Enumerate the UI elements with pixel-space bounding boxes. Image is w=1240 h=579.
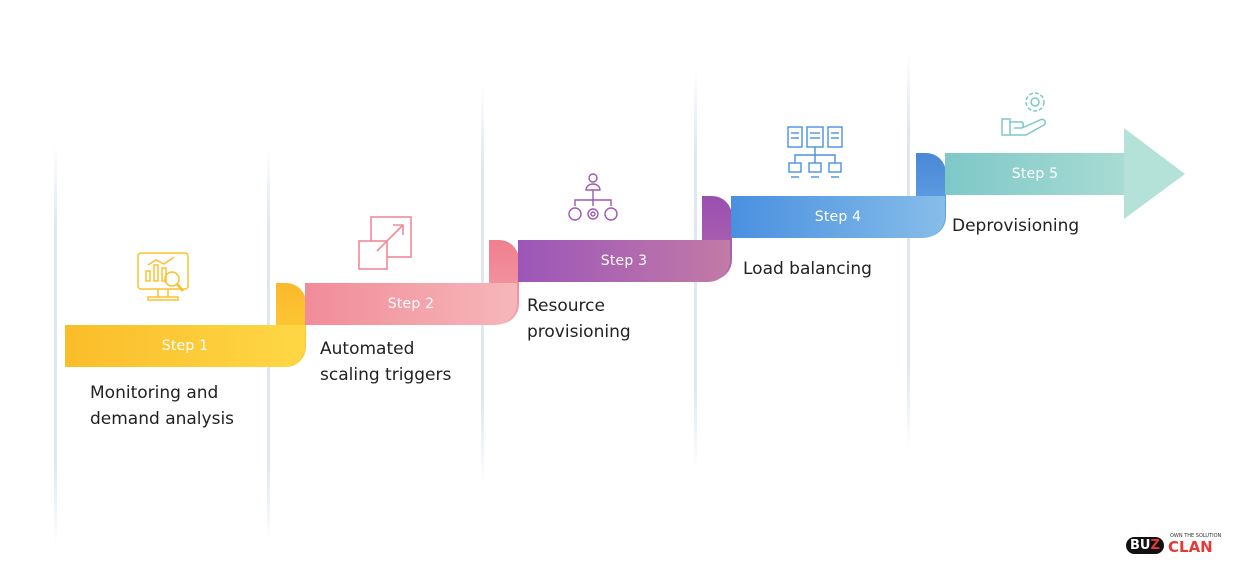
title-line: Automated xyxy=(320,339,415,359)
step5-title: Deprovisioning xyxy=(952,213,1079,239)
panel-edge xyxy=(54,145,57,545)
step3-label: Step 3 xyxy=(600,253,648,269)
logo-clan: CLAN xyxy=(1168,538,1213,556)
hand-gear-icon xyxy=(1001,92,1046,136)
panel-edge xyxy=(907,50,910,450)
step4-title: Load balancing xyxy=(743,256,872,282)
title-line: Load balancing xyxy=(743,259,872,279)
step2-band: Step 2 xyxy=(305,283,517,325)
step4-label: Step 4 xyxy=(814,209,862,225)
logo-mark: BUZ xyxy=(1126,537,1164,554)
title-line: scaling triggers xyxy=(320,365,452,385)
servers-network-icon xyxy=(787,126,843,178)
user-resources-icon xyxy=(568,173,618,221)
step5-band: Step 5 xyxy=(945,153,1125,195)
title-line: Resource xyxy=(527,296,605,316)
step2-label: Step 2 xyxy=(387,296,435,312)
monitor-chart-search-icon xyxy=(137,252,189,301)
step1-band: Step 1 xyxy=(65,325,305,367)
title-line: Deprovisioning xyxy=(952,216,1080,236)
resize-arrow-icon xyxy=(358,216,412,270)
step3-title: Resource provisioning xyxy=(527,293,631,345)
title-line: provisioning xyxy=(527,322,631,342)
step5-label: Step 5 xyxy=(1011,166,1059,182)
step2-title: Automated scaling triggers xyxy=(320,336,451,388)
arrowhead xyxy=(1124,128,1185,219)
title-line: Monitoring and xyxy=(90,383,219,403)
logo-tagline: OWN THE SOLUTION xyxy=(1170,533,1222,539)
buzzclan-logo: BUZ OWN THE SOLUTION CLAN xyxy=(1126,533,1226,559)
step1-title: Monitoring and demand analysis xyxy=(90,380,234,432)
step3-band: Step 3 xyxy=(518,240,730,282)
step1-label: Step 1 xyxy=(161,338,209,354)
title-line: demand analysis xyxy=(90,409,235,429)
step4-band: Step 4 xyxy=(731,196,945,238)
